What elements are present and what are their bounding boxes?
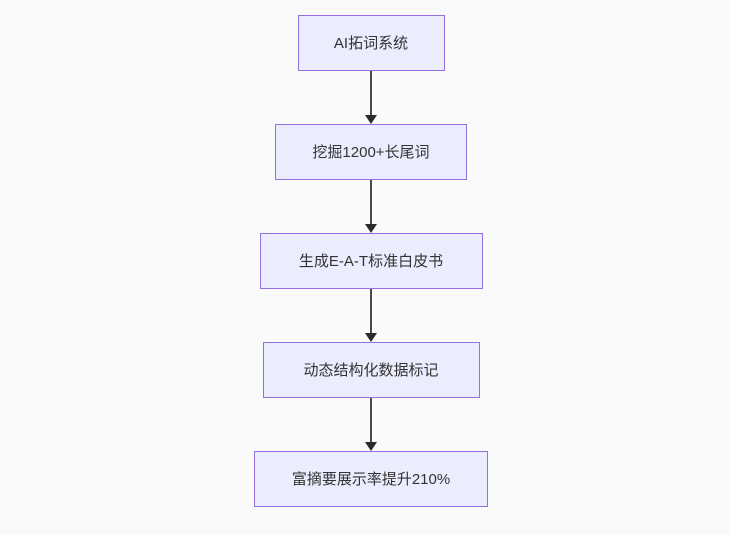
flow-node-mine-longtail-keywords: 挖掘1200+长尾词 [275, 124, 467, 180]
flow-node-rich-snippet-rate-increase: 富摘要展示率提升210% [254, 451, 488, 507]
flow-node-label: 生成E-A-T标准白皮书 [298, 252, 444, 270]
flow-node-label: AI拓词系统 [333, 34, 409, 52]
flow-node-ai-word-expansion-system: AI拓词系统 [297, 15, 445, 71]
flow-node-dynamic-structured-data-markup: 动态结构化数据标记 [262, 342, 480, 398]
arrow-down-3 [364, 289, 378, 342]
arrow-shaft [370, 398, 372, 443]
flow-node-label: 挖掘1200+长尾词 [312, 143, 430, 161]
arrow-down-4 [364, 398, 378, 451]
flow-node-generate-eat-whitepaper: 生成E-A-T标准白皮书 [259, 233, 483, 289]
arrow-down-1 [364, 71, 378, 124]
arrow-head-icon [365, 333, 377, 342]
flow-node-label: 动态结构化数据标记 [303, 361, 439, 379]
arrow-shaft [370, 71, 372, 116]
arrow-head-icon [365, 442, 377, 451]
arrow-shaft [370, 180, 372, 225]
arrow-head-icon [365, 224, 377, 233]
flow-node-label: 富摘要展示率提升210% [291, 470, 451, 488]
arrow-head-icon [365, 115, 377, 124]
flowchart-column: AI拓词系统 挖掘1200+长尾词 生成E-A-T标准白皮书 动态结构化数据标记 [254, 15, 488, 507]
arrow-down-2 [364, 180, 378, 233]
arrow-shaft [370, 289, 372, 334]
